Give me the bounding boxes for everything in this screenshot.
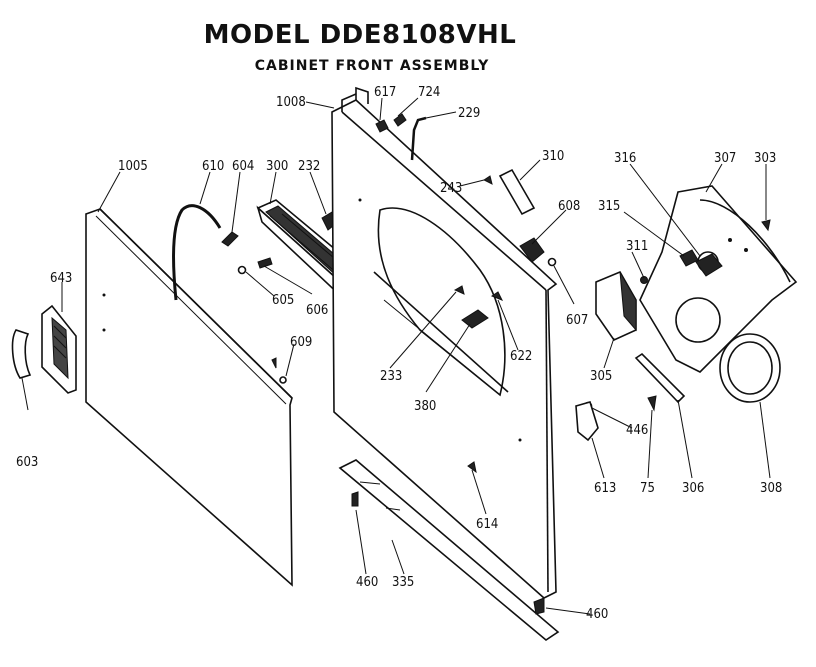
screw-609 — [271, 357, 277, 369]
label-303: 303 — [754, 151, 776, 166]
filter-grille-643 — [41, 304, 77, 394]
clip-606 — [257, 257, 273, 269]
label-446: 446 — [626, 423, 648, 438]
label-610: 610 — [202, 159, 224, 174]
screw-75 — [647, 395, 657, 412]
label-605: 605 — [272, 293, 294, 308]
label-380: 380 — [414, 399, 436, 414]
label-604: 604 — [232, 159, 254, 174]
label-308: 308 — [760, 481, 782, 496]
label-307: 307 — [714, 151, 736, 166]
strip-306 — [634, 352, 686, 404]
label-609: 609 — [290, 335, 312, 350]
label-243: 243 — [440, 181, 462, 196]
label-232: 232 — [298, 159, 320, 174]
thermostat-315 — [679, 249, 699, 267]
label-617: 617 — [374, 85, 396, 100]
cabinet-front-1008 — [331, 86, 558, 599]
clip-617 — [375, 119, 389, 133]
label-310: 310 — [542, 149, 564, 164]
screw-243 — [483, 175, 493, 185]
label-607: 607 — [566, 313, 588, 328]
leader-lines — [21, 97, 771, 615]
terminal-block-305 — [595, 270, 637, 342]
kick-plate-335 — [338, 459, 560, 641]
washer-311 — [640, 276, 648, 284]
part-number-labels: 1008 617 724 229 1005 610 604 300 232 64… — [16, 85, 782, 622]
label-229: 229 — [458, 106, 480, 121]
label-306: 306 — [682, 481, 704, 496]
label-300: 300 — [266, 159, 288, 174]
seal-308 — [719, 333, 781, 403]
wire-610 — [172, 204, 222, 301]
washer-607 — [547, 257, 557, 267]
thermostat-316 — [695, 253, 723, 277]
label-622: 622 — [510, 349, 532, 364]
label-1008: 1008 — [276, 95, 306, 110]
label-233: 233 — [380, 369, 402, 384]
diagram-subtitle: CABINET FRONT ASSEMBLY — [254, 58, 490, 74]
label-608: 608 — [558, 199, 580, 214]
trim-310 — [498, 168, 536, 216]
label-613: 613 — [594, 481, 616, 496]
label-460-right: 460 — [586, 607, 608, 622]
switch-229 — [410, 116, 427, 161]
label-315: 315 — [598, 199, 620, 214]
label-316: 316 — [614, 151, 636, 166]
screw-614 — [467, 461, 477, 474]
label-603: 603 — [16, 455, 38, 470]
screw-303 — [761, 219, 771, 232]
label-305: 305 — [590, 369, 612, 384]
washer-605 — [237, 265, 247, 275]
screw-460b — [533, 597, 545, 615]
label-335: 335 — [392, 575, 414, 590]
screw-622 — [490, 291, 504, 301]
bolt-604 — [221, 231, 239, 247]
screw-724 — [393, 113, 407, 127]
label-311: 311 — [626, 239, 648, 254]
bracket-613 — [575, 401, 599, 442]
label-606: 606 — [306, 303, 328, 318]
label-643: 643 — [50, 271, 72, 286]
label-460-left: 460 — [356, 575, 378, 590]
door-handle-603 — [11, 329, 32, 379]
bracket-608 — [519, 237, 545, 263]
label-724: 724 — [418, 85, 440, 100]
screw-233 — [453, 285, 465, 295]
label-614: 614 — [476, 517, 498, 532]
screw-460a — [351, 491, 359, 507]
housing-307 — [639, 185, 798, 373]
diagram-title: MODEL DDE8108VHL — [203, 20, 517, 50]
label-1005: 1005 — [118, 159, 148, 174]
washer-609 — [279, 376, 287, 384]
label-75: 75 — [640, 481, 655, 496]
